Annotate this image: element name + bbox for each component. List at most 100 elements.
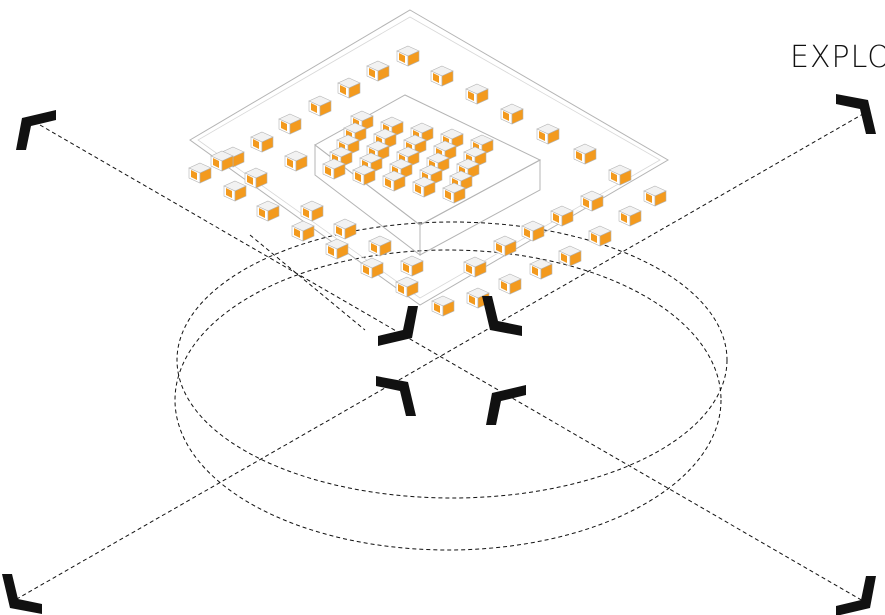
module-right: [407, 50, 420, 67]
corner-arrow-shape: [376, 376, 416, 416]
module-right: [591, 195, 604, 212]
corner-arrows: [2, 94, 876, 615]
module-right: [509, 278, 522, 295]
module-box: [322, 158, 346, 180]
module-right: [584, 148, 597, 165]
module-stripe: [311, 103, 317, 113]
module-stripe: [281, 121, 287, 131]
module-right: [336, 243, 349, 260]
ellipse-paths: [174, 221, 728, 551]
module-right: [255, 172, 268, 189]
module-stripe: [591, 233, 597, 243]
module-box: [400, 255, 424, 277]
module-box: [210, 150, 234, 172]
module-stripe: [646, 193, 652, 203]
module-cluster: [188, 45, 667, 317]
module-stripe: [247, 175, 253, 185]
corner-arrow-icon: [376, 376, 416, 416]
module-stripe: [303, 208, 309, 218]
module-right: [379, 240, 392, 257]
module-stripe: [340, 85, 346, 95]
module-right: [532, 225, 545, 242]
corner-arrow-shape: [486, 385, 526, 425]
module-right: [234, 185, 247, 202]
module-right: [569, 250, 582, 267]
module-box: [325, 238, 349, 260]
platform-outline: [189, 9, 669, 306]
module-box: [368, 235, 392, 257]
module-box: [466, 287, 490, 309]
module-box: [463, 256, 487, 278]
module-box: [360, 257, 384, 279]
module-stripe: [501, 281, 507, 291]
dashed-guide-line: [39, 124, 871, 606]
module-right: [504, 240, 517, 257]
module-box: [366, 60, 390, 82]
module-box: [412, 176, 436, 198]
dashed-guide-lines: [14, 109, 871, 606]
corner-arrow-icon: [482, 296, 522, 336]
corner-arrow-icon: [486, 385, 526, 425]
module-stripe: [611, 172, 617, 182]
module-right: [442, 300, 455, 317]
module-stripe: [363, 265, 369, 275]
module-stripe: [253, 139, 259, 149]
module-stripe: [191, 170, 197, 180]
module-stripe: [403, 263, 409, 273]
module-stripe: [532, 266, 538, 276]
module-box: [188, 162, 212, 184]
module-box: [244, 167, 268, 189]
module-stripe: [553, 213, 559, 223]
module-box: [573, 143, 597, 165]
module-stripe: [371, 243, 377, 253]
module-stripe: [369, 68, 375, 78]
module-stripe: [398, 284, 404, 294]
module-stripe: [434, 303, 440, 313]
module-right: [393, 175, 406, 192]
module-box: [382, 170, 406, 192]
module-box: [550, 205, 574, 227]
module-right: [511, 108, 524, 125]
module-box: [498, 273, 522, 295]
corner-arrow-icon: [836, 94, 876, 134]
module-right: [348, 82, 361, 99]
corner-arrow-icon: [378, 306, 418, 346]
ellipse-path: [176, 221, 728, 499]
module-stripe: [621, 213, 627, 223]
module-right: [474, 261, 487, 278]
module-right: [311, 205, 324, 222]
corner-arrow-shape: [16, 110, 56, 150]
module-box: [580, 190, 604, 212]
module-right: [377, 65, 390, 82]
module-stripe: [287, 158, 293, 168]
module-stripe: [399, 53, 405, 63]
module-box: [558, 245, 582, 267]
module-stripe: [496, 243, 502, 253]
module-stripe: [583, 198, 589, 208]
module-stripe: [466, 264, 472, 274]
module-box: [300, 200, 324, 222]
module-box: [536, 123, 560, 145]
module-right: [319, 100, 332, 117]
module-right: [295, 155, 308, 172]
outer-platform: [189, 9, 669, 306]
ellipse-path: [174, 249, 722, 551]
module-stripe: [385, 178, 391, 188]
module-stripe: [524, 228, 530, 238]
module-box: [521, 220, 545, 242]
module-box: [430, 65, 454, 87]
module-stripe: [415, 184, 421, 194]
module-right: [441, 70, 454, 87]
dashed-guide-line: [249, 234, 366, 331]
module-right: [261, 136, 274, 153]
module-right: [199, 167, 212, 184]
module-right: [267, 205, 280, 222]
corner-arrow-shape: [482, 296, 522, 336]
module-box: [431, 295, 455, 317]
module-right: [344, 223, 357, 240]
module-box: [529, 258, 553, 280]
module-right: [476, 88, 489, 105]
module-box: [465, 83, 489, 105]
module-right: [302, 225, 315, 242]
